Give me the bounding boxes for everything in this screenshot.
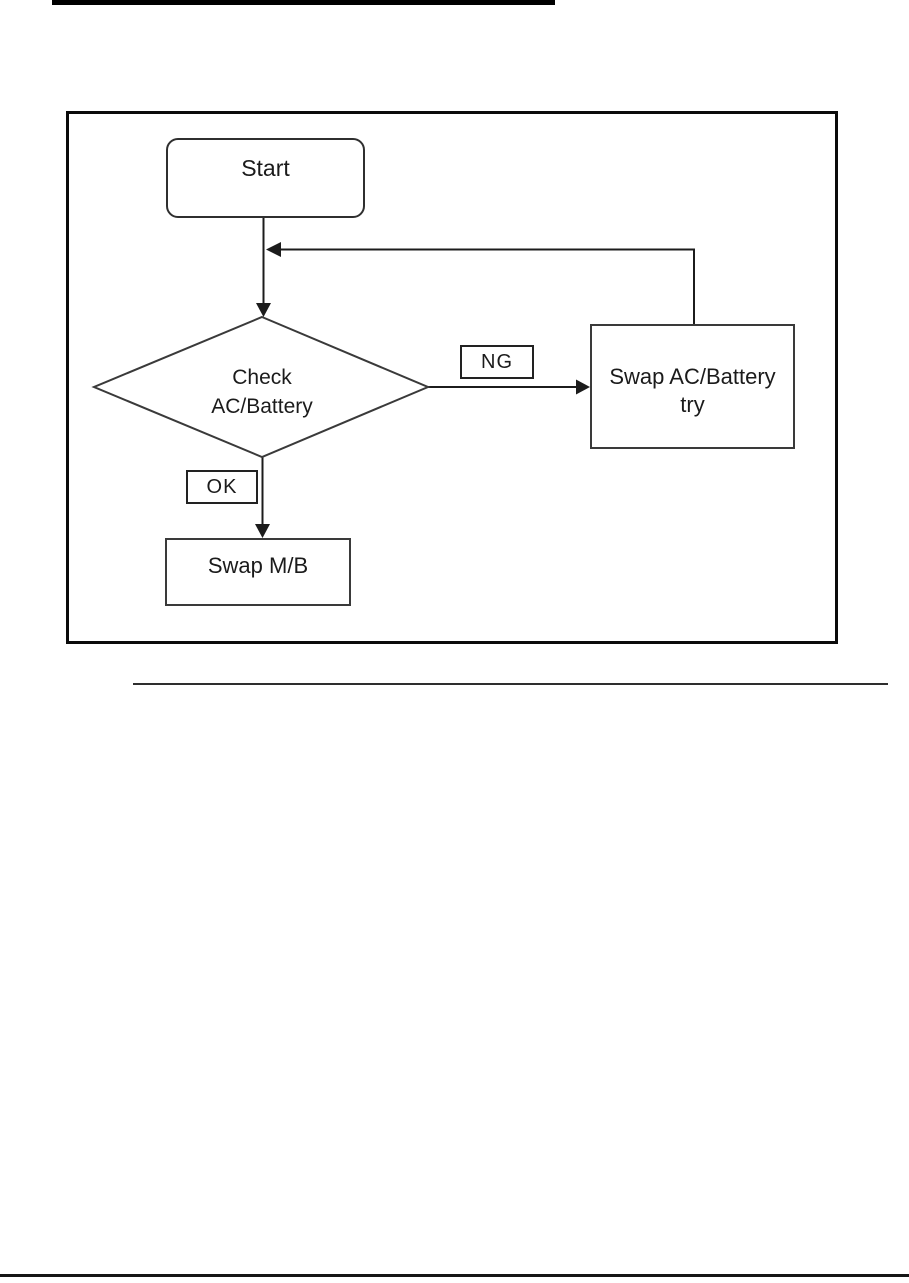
swap-mb-node: Swap M/B [165, 538, 351, 606]
ok-arrowhead-icon [255, 524, 270, 538]
ng-label: NG [481, 350, 513, 373]
ok-label-box: OK [186, 470, 258, 504]
feedback-connector [270, 248, 695, 325]
start-label: Start [241, 155, 290, 181]
flowchart-connectors [91, 218, 695, 538]
feedback-arrowhead-icon [266, 242, 281, 257]
start-node: Start [166, 138, 365, 218]
swap-ac-battery-label: Swap AC/Battery try [609, 363, 776, 417]
ng-arrowhead-icon [576, 379, 590, 395]
ok-label: OK [206, 475, 238, 498]
decision-arrowhead-icon [256, 303, 271, 317]
swap-ac-battery-node: Swap AC/Battery try [590, 324, 795, 449]
section-divider [133, 683, 888, 685]
swap-mb-label: Swap M/B [207, 553, 309, 578]
heading-underline [52, 0, 555, 5]
ng-label-box: NG [460, 345, 534, 379]
decision-label: Check AC/Battery [211, 366, 313, 418]
decision-diamond-shape [91, 315, 431, 459]
page-bottom-rule [0, 1274, 909, 1277]
